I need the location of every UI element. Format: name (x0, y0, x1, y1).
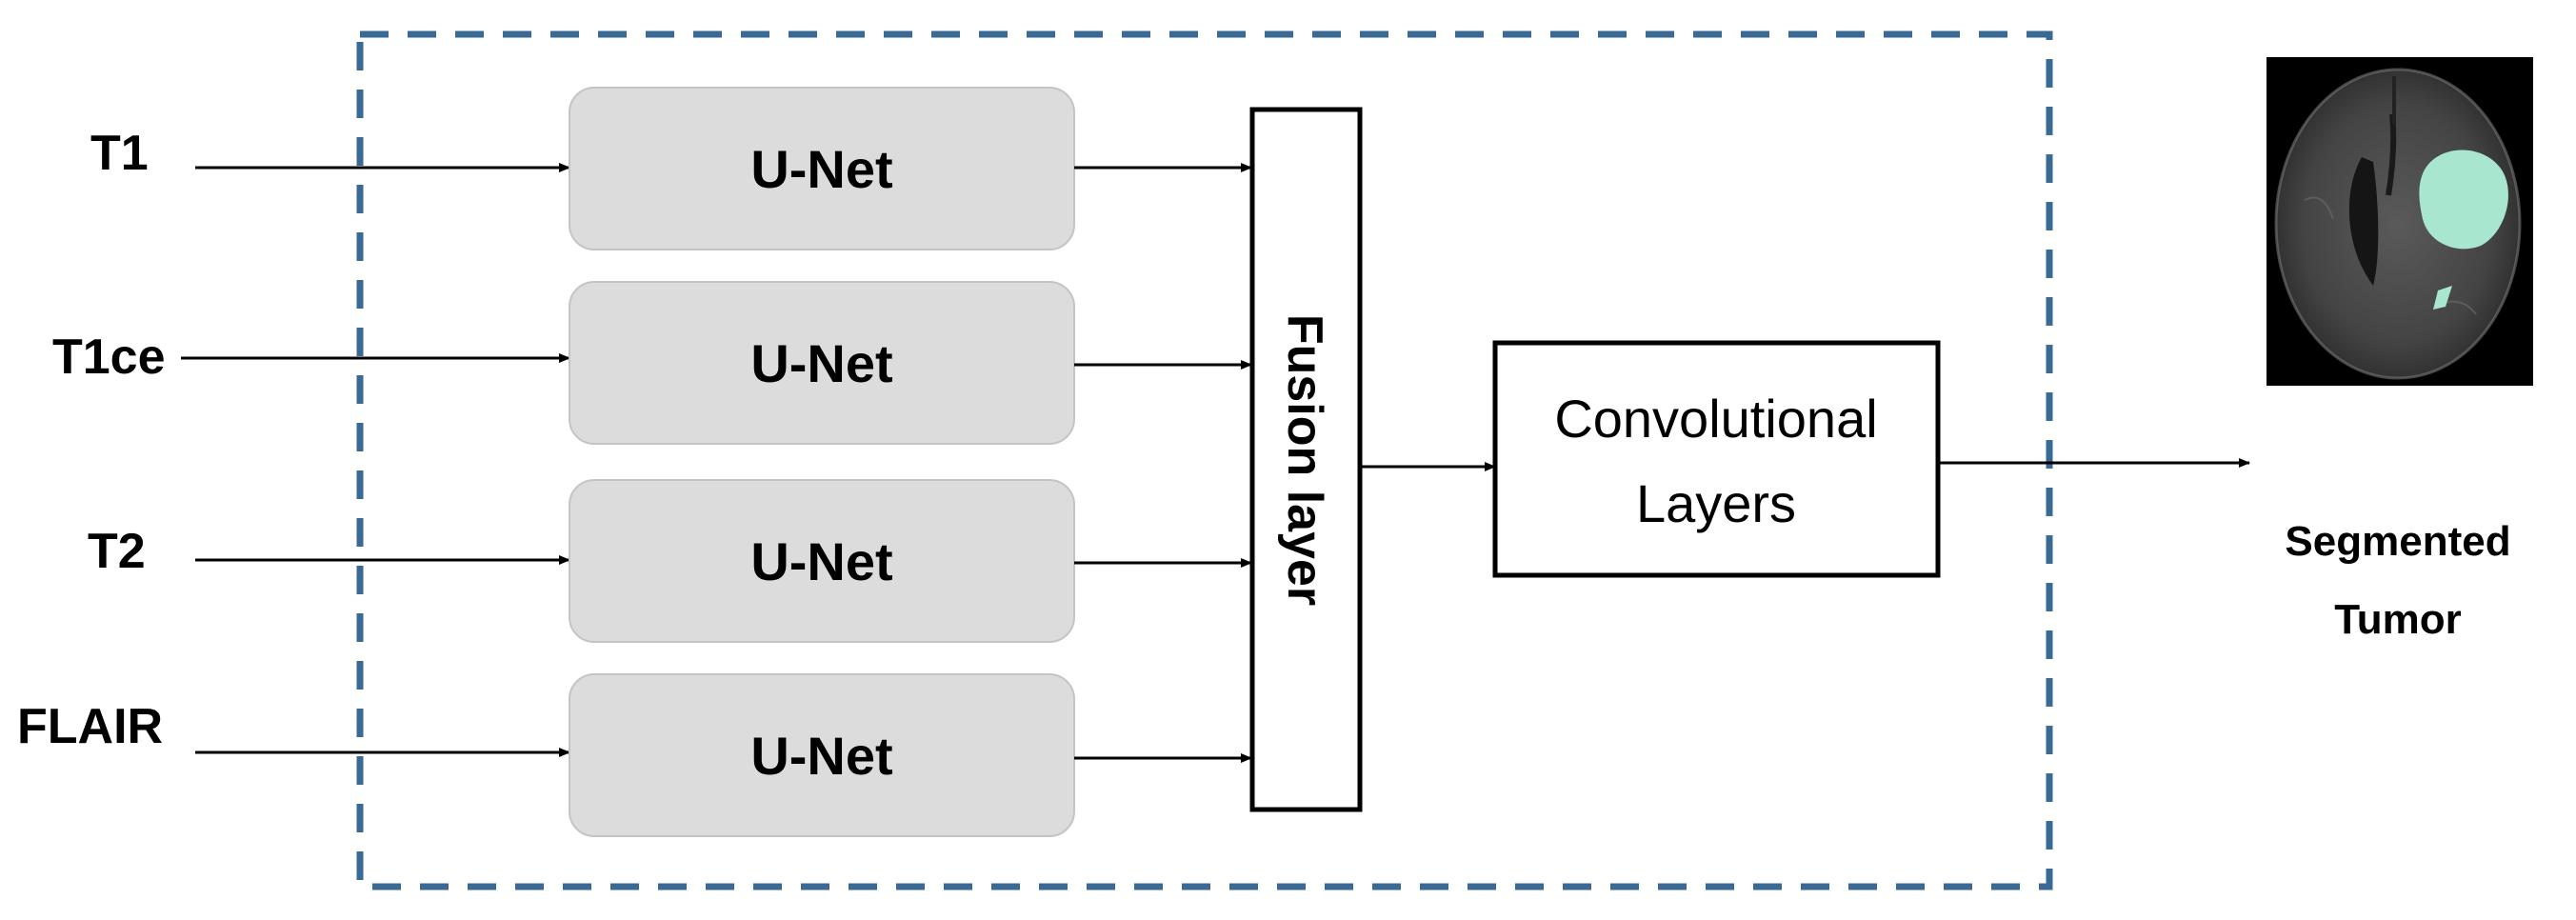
output-label-line2: Tumor (2334, 596, 2462, 643)
input-label-t1ce: T1ce (52, 330, 166, 385)
unet-label: U-Net (750, 333, 892, 393)
fusion-layer-label: Fusion layer (1277, 314, 1332, 606)
input-label-t2: T2 (88, 524, 146, 579)
brain-mri-scan-icon (2266, 57, 2533, 386)
ensemble-boundary (356, 30, 2053, 890)
output-label-line1: Segmented (2285, 518, 2510, 565)
input-label-t1: T1 (90, 126, 149, 181)
unet-block-3: U-Net (569, 479, 1075, 643)
fusion-layer-block: Fusion layer (1249, 107, 1363, 812)
input-label-flair: FLAIR (17, 699, 163, 754)
conv-label-line2: Layers (1636, 473, 1796, 533)
unet-block-4: U-Net (569, 673, 1075, 837)
conv-layers-block: Convolutional Layers (1492, 340, 1941, 578)
unet-label: U-Net (750, 726, 892, 786)
unet-block-1: U-Net (569, 87, 1075, 250)
unet-label: U-Net (750, 139, 892, 199)
unet-label: U-Net (750, 531, 892, 591)
tumor-region (2419, 150, 2508, 250)
unet-block-2: U-Net (569, 281, 1075, 445)
conv-label-line1: Convolutional (1554, 389, 1877, 449)
